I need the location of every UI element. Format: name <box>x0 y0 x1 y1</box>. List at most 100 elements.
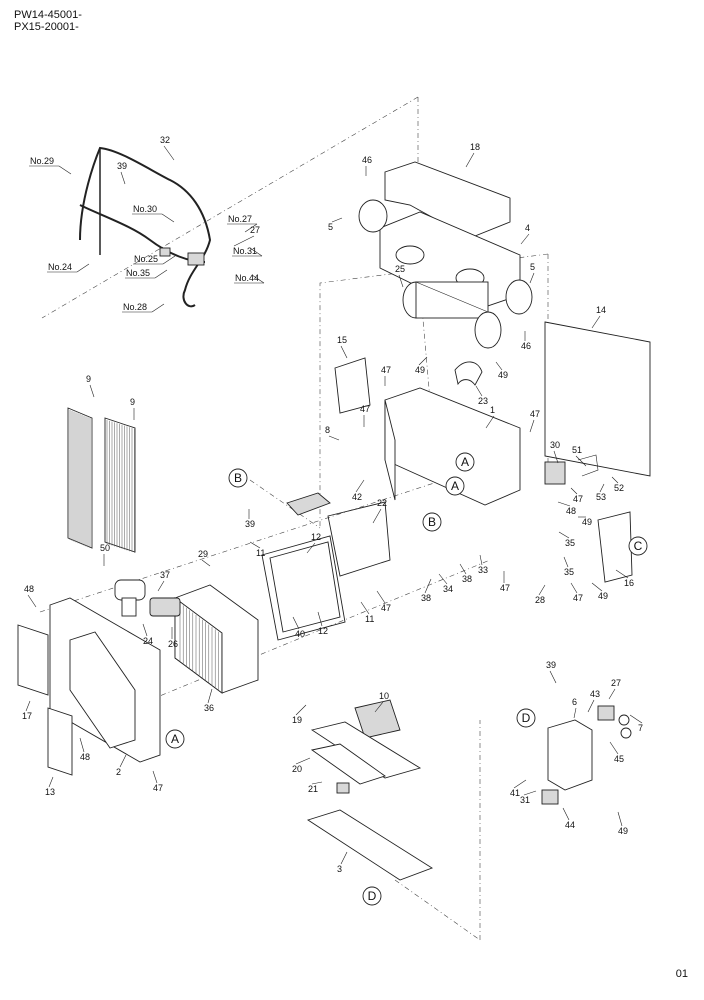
leader-line <box>355 479 365 493</box>
part-ring-left <box>358 199 388 233</box>
part-frame-outer <box>261 535 346 641</box>
leader-line <box>629 714 643 724</box>
leader-line <box>563 556 569 568</box>
svg-text:A: A <box>451 479 459 493</box>
leader-line <box>331 217 343 223</box>
reference-marker: A <box>455 452 475 472</box>
part-number-label: 43 <box>590 689 600 699</box>
leader-line <box>376 590 386 604</box>
part-number-label: 12 <box>311 532 321 542</box>
leader-line <box>48 776 54 788</box>
leader-line <box>360 601 370 615</box>
reference-marker: A <box>445 476 465 496</box>
leader-line <box>573 707 577 719</box>
leader-line <box>120 171 126 185</box>
part-number-label: 25 <box>395 264 405 274</box>
part-number-label: 29 <box>198 549 208 559</box>
leader-line <box>575 455 587 467</box>
part-number-label: 10 <box>379 691 389 701</box>
leader-line <box>295 757 311 765</box>
part-bottom-components <box>306 699 434 881</box>
part-number-label: 15 <box>337 335 347 345</box>
wire-harness <box>79 146 212 308</box>
svg-text:B: B <box>234 471 242 485</box>
part-number-label: 36 <box>204 703 214 713</box>
svg-text:A: A <box>461 455 469 469</box>
leader-line <box>295 704 307 716</box>
part-number-label: 1 <box>490 405 495 415</box>
leader-line <box>557 501 571 507</box>
leader-line <box>549 670 557 684</box>
part-number-label: 11 <box>256 548 265 558</box>
part-number-label: 14 <box>596 305 606 315</box>
connector-label: No.44 <box>235 273 259 283</box>
part-number-label: 3 <box>337 864 342 874</box>
part-number-label: 35 <box>565 538 575 548</box>
part-ring-right <box>505 279 533 315</box>
part-heater-core <box>174 584 259 694</box>
part-filters <box>67 407 136 553</box>
part-number-label: 37 <box>160 570 170 580</box>
part-main-case <box>384 387 521 506</box>
part-number-label: 5 <box>328 222 333 232</box>
part-number-label: 48 <box>24 584 34 594</box>
leader-line <box>340 851 348 865</box>
part-foam-block <box>286 492 331 516</box>
leader-line <box>459 563 467 575</box>
part-number-label: 13 <box>45 787 55 797</box>
part-number-label: 6 <box>572 697 577 707</box>
connector-label: No.28 <box>123 302 147 312</box>
leader-line <box>570 487 578 495</box>
leader-line <box>311 781 323 785</box>
leader-line <box>306 542 316 554</box>
part-number-label: 22 <box>377 498 387 508</box>
part-front-cover <box>17 597 161 776</box>
part-number-label: 47 <box>530 409 540 419</box>
part-number-label: 39 <box>245 519 255 529</box>
leader-line <box>249 541 261 549</box>
connector-label: No.30 <box>133 204 157 214</box>
part-number-label: 48 <box>566 506 576 516</box>
part-bracket-assembly <box>541 705 632 805</box>
leader-line <box>495 361 503 371</box>
part-number-label: 21 <box>308 784 318 794</box>
leader-line <box>418 356 428 366</box>
part-number-label: 2 <box>116 767 121 777</box>
part-number-label: 9 <box>130 397 135 407</box>
part-frame-22 <box>327 501 391 577</box>
part-number-label: 53 <box>596 492 606 502</box>
part-number-label: 46 <box>362 155 372 165</box>
svg-text:D: D <box>368 889 377 903</box>
part-number-label: 47 <box>381 365 391 375</box>
leader-line <box>79 737 85 753</box>
part-number-label: 35 <box>564 567 574 577</box>
part-number-label: 38 <box>421 593 431 603</box>
leader-line <box>570 582 578 594</box>
connector-label: No.35 <box>126 268 150 278</box>
connector-label: No.29 <box>30 156 54 166</box>
reference-marker: B <box>422 512 442 532</box>
leader-line <box>201 559 211 567</box>
part-side-panel <box>544 321 651 477</box>
part-number-label: 39 <box>546 660 556 670</box>
leader-line <box>538 584 546 596</box>
leader-line <box>523 790 537 796</box>
part-number-label: 52 <box>614 483 624 493</box>
part-number-label: 17 <box>22 711 32 721</box>
leader-line <box>558 531 570 539</box>
reference-marker: B <box>228 468 248 488</box>
part-number-label: 47 <box>360 404 370 414</box>
part-number-label: 27 <box>611 678 621 688</box>
part-number-label: 39 <box>117 161 127 171</box>
connector-label: No.27 <box>228 214 252 224</box>
leader-line <box>292 616 300 630</box>
leader-line <box>608 688 616 700</box>
part-number-label: 44 <box>565 820 575 830</box>
reference-marker: D <box>362 886 382 906</box>
leader-line <box>513 779 527 789</box>
part-blower-motor <box>402 281 502 349</box>
leader-line <box>475 385 483 397</box>
connector-label: No.25 <box>134 254 158 264</box>
part-number-label: 30 <box>550 440 560 450</box>
